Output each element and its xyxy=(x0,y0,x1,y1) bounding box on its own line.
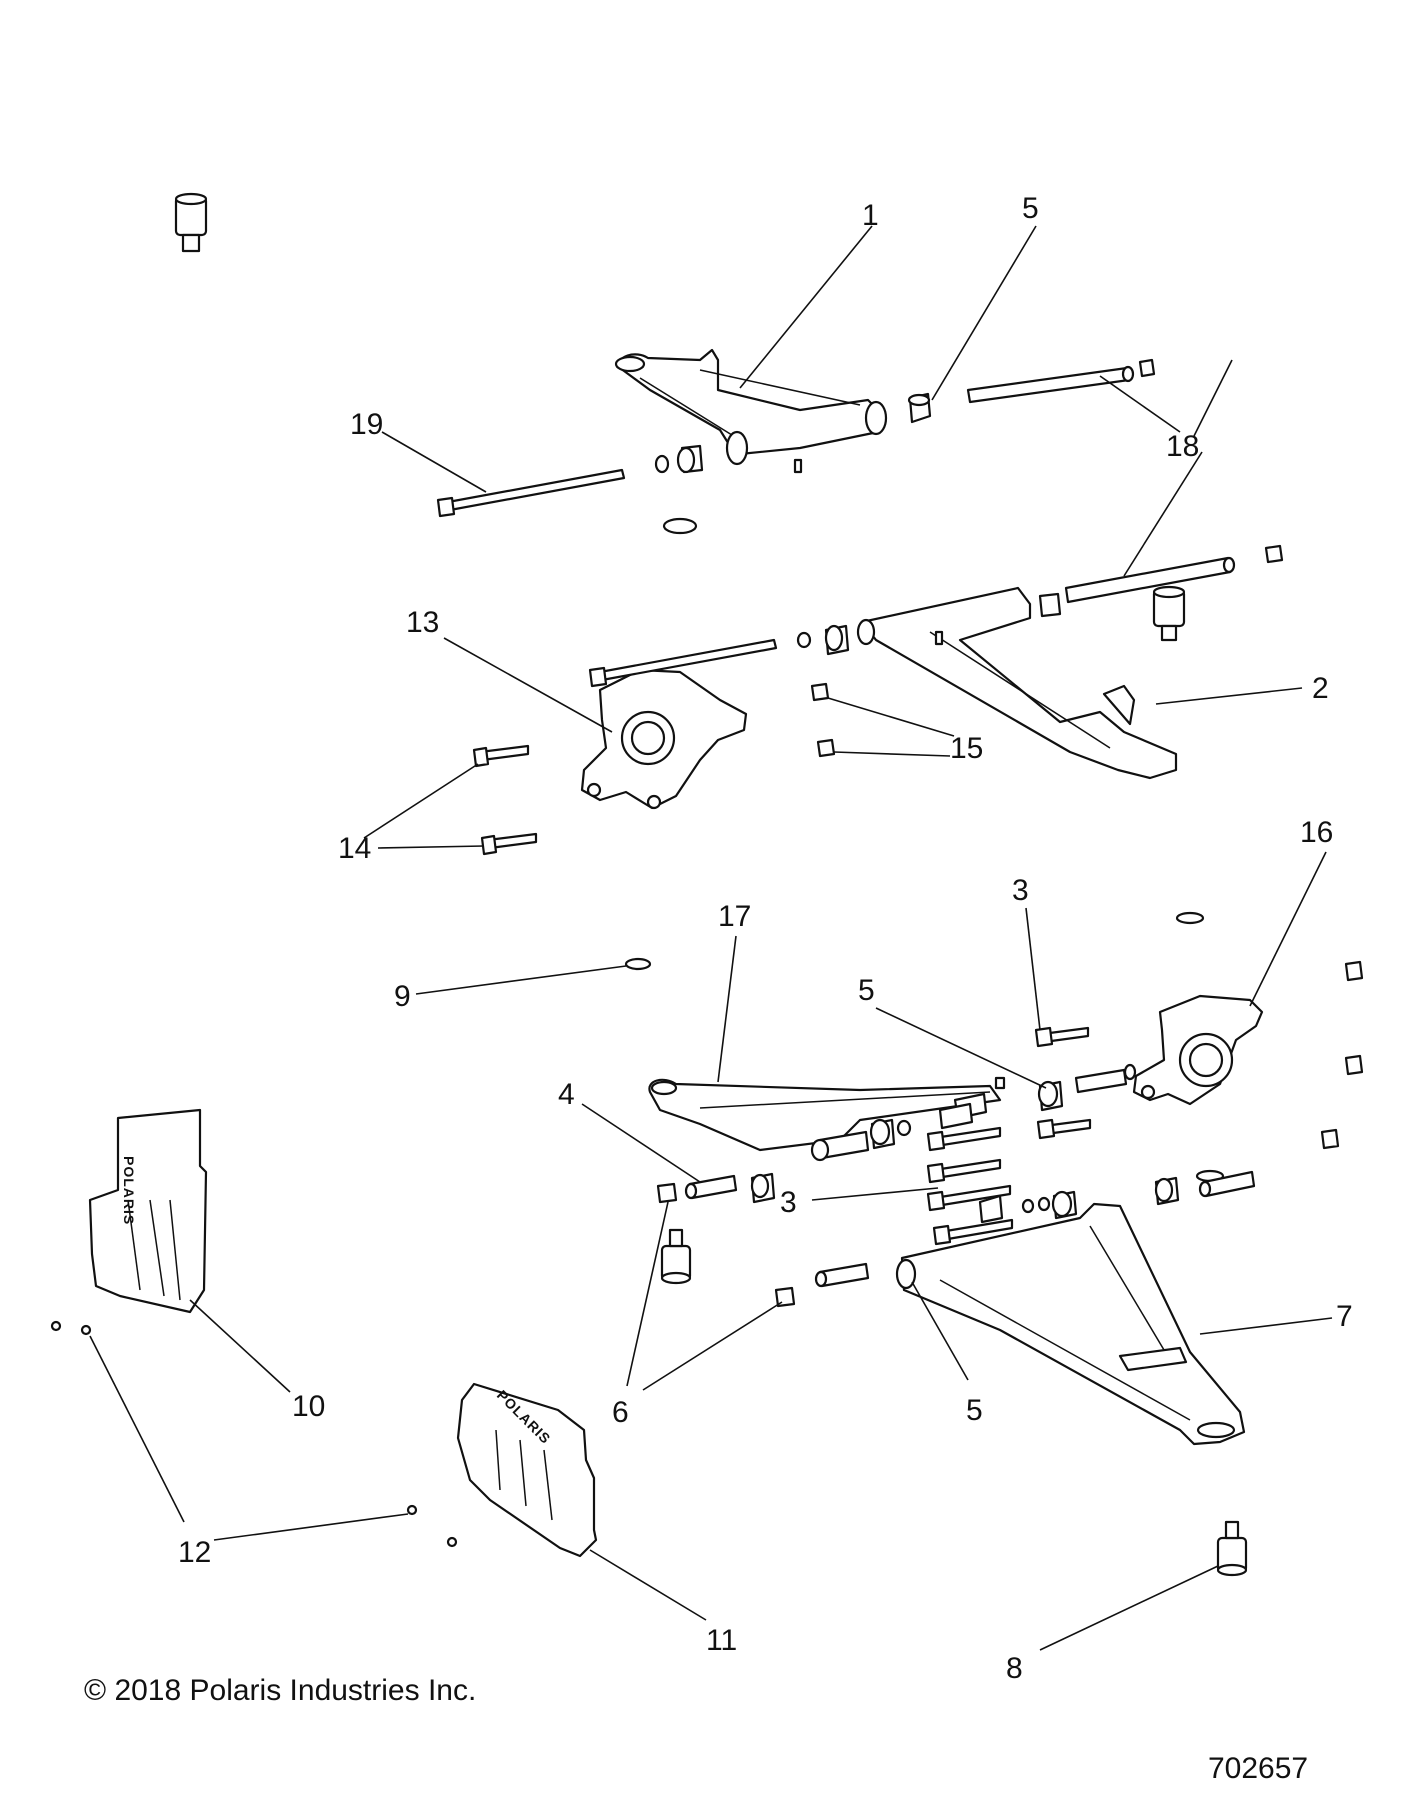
ball-joint-lower-left xyxy=(660,1228,692,1285)
bolt-3-upper xyxy=(1034,1026,1090,1048)
callout-17: 17 xyxy=(718,900,751,933)
screws-12 xyxy=(50,1320,458,1548)
callout-11: 11 xyxy=(706,1624,737,1657)
nuts-6 xyxy=(656,1182,796,1308)
callout-15: 15 xyxy=(950,732,983,765)
ball-joint-mid xyxy=(1152,585,1186,642)
callout-7: 7 xyxy=(1336,1300,1353,1333)
upper-a-arm-part-1 xyxy=(614,348,888,474)
knuckle-part-16 xyxy=(1132,994,1264,1106)
bushings-middle-row xyxy=(796,592,1062,656)
callout-9: 9 xyxy=(394,980,411,1013)
knuckle-part-13 xyxy=(580,668,748,810)
callout-13: 13 xyxy=(406,606,439,639)
callout-14: 14 xyxy=(338,832,371,865)
copyright-notice: © 2018 Polaris Industries Inc. xyxy=(84,1674,477,1707)
callout-16: 16 xyxy=(1300,816,1333,849)
nuts-right xyxy=(1320,960,1364,1150)
ball-joint-part-8 xyxy=(1216,1520,1248,1577)
skid-plate-logo-10: POLARIS xyxy=(121,1156,137,1225)
figure-number: 702657 xyxy=(1208,1752,1309,1785)
bushings-lower-row xyxy=(810,1063,1137,1162)
callout-6: 6 xyxy=(612,1396,629,1429)
bushing-top xyxy=(907,392,932,424)
leader-lines xyxy=(89,225,1333,1651)
bolts-14 xyxy=(472,744,538,856)
ball-joint-upper xyxy=(174,192,208,253)
bushings-upper-row xyxy=(654,444,704,535)
bolt-19 xyxy=(436,468,626,518)
nuts-15 xyxy=(810,682,836,758)
callout-3-bottom: 3 xyxy=(780,1186,797,1219)
callout-8: 8 xyxy=(1006,1652,1023,1685)
o-ring-9 xyxy=(624,957,652,971)
callout-19: 19 xyxy=(350,408,383,441)
pivot-shaft-top xyxy=(966,358,1156,404)
bushings-lower-arm xyxy=(978,1170,1256,1224)
a-arm-part-7 xyxy=(895,1202,1246,1446)
callout-1: 1 xyxy=(862,199,879,232)
callout-2: 2 xyxy=(1312,672,1329,705)
callout-12: 12 xyxy=(178,1536,211,1569)
pivot-shaft-mid xyxy=(1064,544,1284,604)
skid-plate-part-10: POLARIS xyxy=(88,1108,208,1314)
callout-4: 4 xyxy=(558,1078,575,1111)
callout-18-top: 18 xyxy=(1166,430,1199,463)
sleeves-4 xyxy=(684,1172,870,1288)
a-arm-part-17 xyxy=(648,1076,1006,1152)
o-ring-right xyxy=(1175,911,1205,925)
callout-5-mid: 5 xyxy=(858,974,875,1007)
a-arm-part-2 xyxy=(856,586,1178,780)
skid-plate-part-11: POLARIS xyxy=(456,1382,598,1558)
callout-5-top: 5 xyxy=(1022,192,1039,225)
bolt-mid xyxy=(588,638,778,688)
bolts-3-stack xyxy=(926,1118,1092,1246)
callout-labels: 1 5 19 18 13 2 15 14 16 3 17 9 5 4 3 7 1… xyxy=(178,192,1353,1685)
callout-3-top: 3 xyxy=(1012,874,1029,907)
callout-10: 10 xyxy=(292,1390,325,1423)
callout-5-bottom: 5 xyxy=(966,1394,983,1427)
